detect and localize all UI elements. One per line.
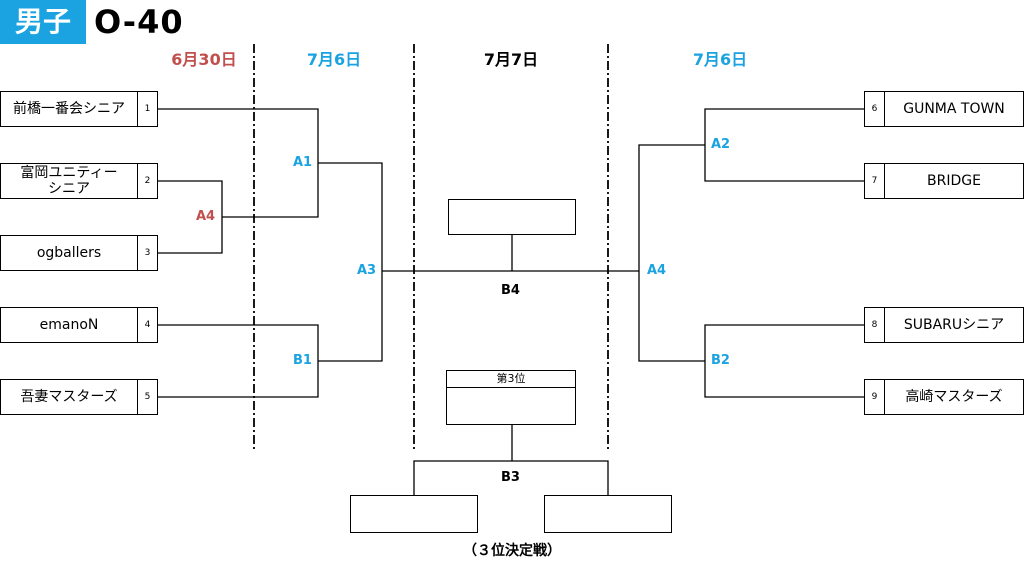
- match-label-a3: A3: [357, 263, 377, 278]
- seed-number: 4: [137, 308, 157, 342]
- team-name: 富岡ユニティー シニア: [20, 165, 118, 197]
- champion-box: [448, 199, 576, 235]
- match-label-b1: B1: [293, 353, 312, 368]
- team-name: emanoN: [39, 317, 99, 333]
- date-round2-left: 7月6日: [306, 50, 362, 69]
- team-name: ogballers: [36, 245, 102, 261]
- team-name: BRIDGE: [927, 173, 981, 189]
- line-a3: [318, 162, 383, 362]
- team-name: 吾妻マスターズ: [20, 389, 118, 405]
- third-playoff-slot-left: [350, 495, 478, 533]
- team-name: 前橋一番会シニア: [13, 101, 125, 117]
- third-place-box: [446, 387, 576, 425]
- third-place-header: 第3位: [446, 370, 576, 388]
- seed-number: 5: [137, 380, 157, 414]
- team-slot-6: 6 GUNMA TOWN: [864, 91, 1024, 127]
- seed-number: 7: [865, 164, 885, 198]
- date-round1: 6月30日: [171, 50, 237, 69]
- seed-number: 2: [137, 164, 157, 198]
- match-label-a1: A1: [293, 155, 313, 170]
- division-title: O-40: [94, 3, 184, 41]
- line-third-branch: [413, 460, 609, 496]
- match-label-b2: B2: [711, 353, 730, 368]
- seed-number: 1: [137, 92, 157, 126]
- seed-number: 6: [865, 92, 885, 126]
- team-slot-3: ogballers 3: [0, 235, 158, 271]
- third-playoff-slot-right: [544, 495, 672, 533]
- seed-number: 3: [137, 236, 157, 270]
- team-slot-9: 9 高崎マスターズ: [864, 379, 1024, 415]
- team-name: SUBARUシニア: [903, 317, 1005, 333]
- gender-badge: 男子: [0, 0, 86, 44]
- team-slot-8: 8 SUBARUシニア: [864, 307, 1024, 343]
- date-final: 7月7日: [483, 50, 539, 69]
- team-slot-4: emanoN 4: [0, 307, 158, 343]
- team-slot-7: 7 BRIDGE: [864, 163, 1024, 199]
- seed-number: 8: [865, 308, 885, 342]
- line-a4-right: [638, 144, 705, 362]
- team-name: 高崎マスターズ: [905, 389, 1003, 405]
- match-label-b4: B4: [501, 283, 520, 298]
- team-name: GUNMA TOWN: [903, 101, 1005, 117]
- match-label-b3: B3: [501, 470, 520, 485]
- seed-number: 9: [865, 380, 885, 414]
- team-slot-2: 富岡ユニティー シニア 2: [0, 163, 158, 199]
- third-place-playoff-caption: （３位決定戦）: [463, 543, 561, 559]
- match-label-a4-left: A4: [196, 209, 216, 224]
- date-round2-right: 7月6日: [692, 50, 748, 69]
- team-slot-5: 吾妻マスターズ 5: [0, 379, 158, 415]
- team-slot-1: 前橋一番会シニア 1: [0, 91, 158, 127]
- match-label-a2: A2: [711, 137, 731, 152]
- match-label-a4-right: A4: [647, 263, 667, 278]
